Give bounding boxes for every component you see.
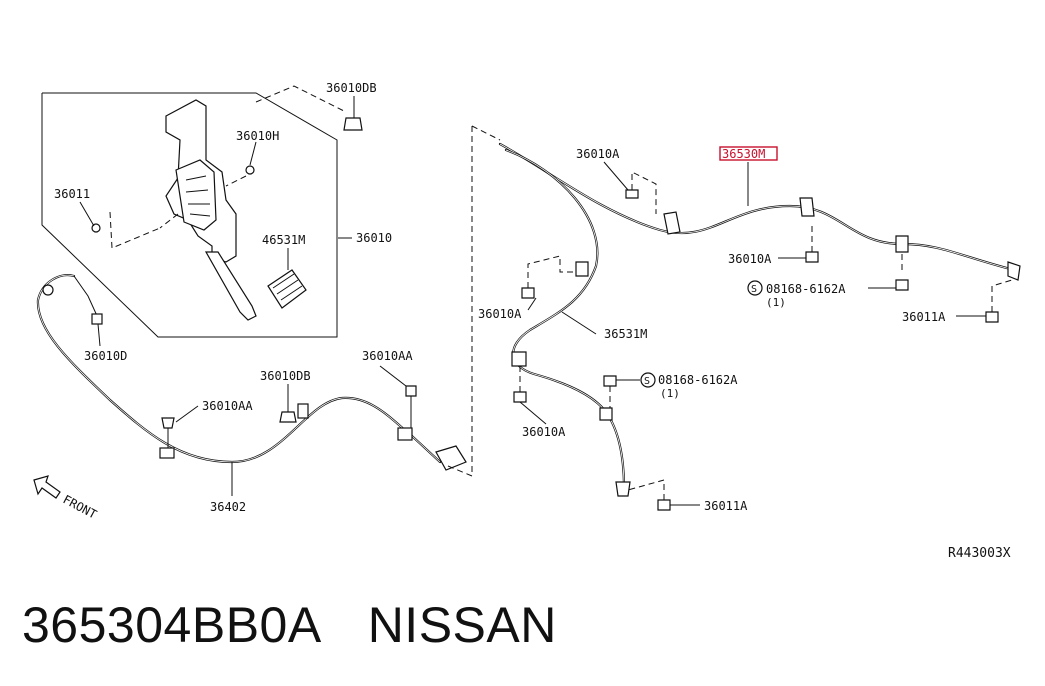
bolt-36010a-low: [513, 391, 527, 403]
reference-code: R443003X: [948, 546, 1011, 561]
label-front: FRONT: [61, 492, 99, 521]
cable-end-front: [42, 284, 54, 296]
cable-end-right-wheel: [1007, 261, 1021, 281]
bracket-08168-r1: [895, 235, 909, 253]
label-36010aa-right: 36010AA: [362, 349, 413, 363]
bolt-08168-r2: [603, 375, 617, 387]
label-36011-left: 36011: [54, 187, 90, 201]
label-qty-r1: (1): [766, 296, 786, 309]
label-bolt-symbol-r1: S: [751, 284, 757, 295]
clip-36010d: [91, 313, 103, 325]
label-36010h: 36010H: [236, 129, 279, 143]
pedal-pad: [267, 269, 307, 309]
label-08168-r1: 08168-6162A: [766, 282, 846, 296]
bolt-36010a-r1: [805, 251, 819, 263]
label-36011a-low: 36011A: [704, 499, 748, 513]
label-bolt-symbol-r2: S: [644, 376, 650, 387]
nut-36010db: [343, 117, 363, 131]
equalizer-connector: [435, 445, 467, 471]
label-qty-r2: (1): [660, 387, 680, 400]
bracket-36010a-top: [663, 211, 681, 235]
label-36010db-mid: 36010DB: [260, 369, 311, 383]
rear-cable-assembly: [498, 142, 1021, 511]
cable-end-left-wheel: [615, 481, 631, 497]
bracket-08168-r2: [599, 407, 613, 421]
bolt-36010aa-right: [405, 385, 417, 397]
label-46531m: 46531M: [262, 233, 305, 247]
label-36010a-r1: 36010A: [728, 252, 772, 266]
bolt-symbol-r2: [640, 372, 656, 388]
pedal-assembly-group: [41, 85, 363, 338]
label-36010db-top: 36010DB: [326, 81, 377, 95]
label-36402: 36402: [210, 500, 246, 514]
clamp-36010aa-left: [159, 447, 175, 459]
label-36010a-low: 36010A: [522, 425, 566, 439]
part-caption: 365304BB0A NISSAN: [22, 596, 557, 654]
label-36531m: 36531M: [604, 327, 647, 341]
brand-name: NISSAN: [367, 597, 557, 653]
ratchet-mechanism: [175, 159, 217, 231]
bolt-36010a-top: [625, 189, 639, 199]
bolt-36010a-mid: [521, 287, 535, 299]
bracket-36010a-r1: [799, 197, 815, 217]
clamp-36010aa-right: [397, 427, 413, 441]
label-36011a-r1: 36011A: [902, 310, 946, 324]
clamp-36010db-mid: [297, 403, 309, 419]
bolt-36011a-r1: [985, 311, 999, 323]
label-36010aa-mid: 36010AA: [202, 399, 253, 413]
bracket-36010a-mid: [575, 261, 589, 277]
part-number: 365304BB0A: [22, 597, 322, 653]
pedal-arm: [204, 251, 257, 321]
label-36010d: 36010D: [84, 349, 127, 363]
label-36010a-mid: 36010A: [478, 307, 522, 321]
label-36010: 36010: [356, 231, 392, 245]
bolt-36011a-low: [657, 499, 671, 511]
highlight-box-36530m: [719, 146, 778, 161]
front-cable-36402: [36, 274, 467, 496]
bracket-36010a-low: [511, 351, 527, 367]
label-36530m-highlighted: 36530M: [722, 147, 765, 161]
bolt-symbol-r1: [747, 280, 763, 296]
label-08168-r2: 08168-6162A: [658, 373, 738, 387]
pedal-assembly-frame: [41, 92, 338, 338]
label-36010a-top: 36010A: [576, 147, 620, 161]
bolt-36010aa-left: [161, 417, 175, 429]
nut-36010db-mid: [279, 411, 297, 423]
bolt-36010h: [245, 165, 255, 175]
bolt-08168-r1: [895, 279, 909, 291]
front-arrow-icon: [33, 475, 61, 499]
